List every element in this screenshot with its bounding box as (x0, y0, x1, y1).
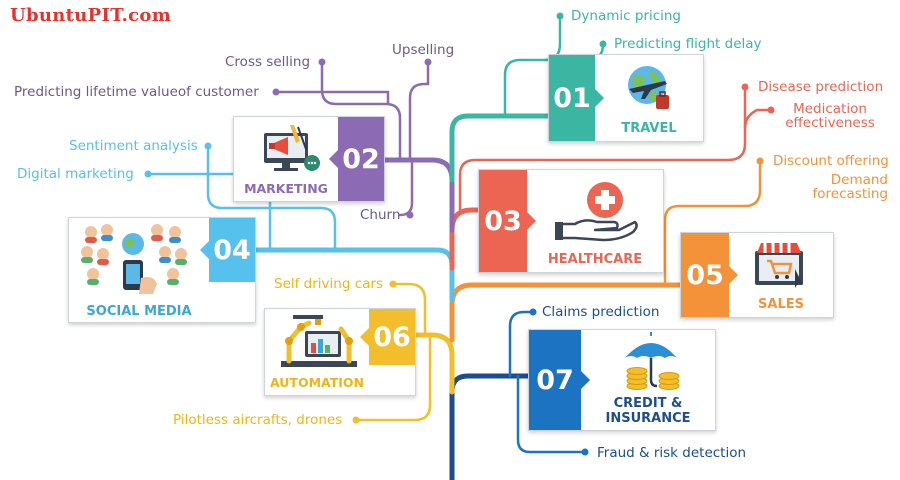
label-dynamic-pricing: Dynamic pricing (571, 8, 681, 24)
umbrella-coins-icon (625, 332, 680, 390)
label-fraud-risk-detection: Fraud & risk detection (597, 445, 747, 461)
card-credit-insurance: 07 CREDIT & INSURANCE (528, 329, 716, 431)
automation-title: AUTOMATION (269, 375, 364, 390)
label-digital-marketing: Digital marketing (17, 166, 134, 182)
robot-arm-icon (281, 315, 357, 367)
label-lifetime-value: Predicting lifetime valueof customer (14, 84, 259, 100)
label-self-driving-cars: Self driving cars (274, 276, 383, 292)
card-travel: 01 TRAVEL (548, 54, 704, 142)
card-healthcare: 03 HEALTHCARE (478, 169, 664, 273)
healthcare-number: 03 (479, 170, 536, 272)
label-cross-selling: Cross selling (225, 54, 311, 70)
credit-title: CREDIT & INSURANCE (605, 396, 691, 426)
social-number: 04 (200, 218, 255, 282)
label-upselling: Upselling (392, 42, 455, 58)
sales-number: 05 (681, 233, 738, 317)
label-churn: Churn (360, 207, 401, 223)
label-disease-prediction: Disease prediction (758, 79, 884, 95)
credit-number: 07 (529, 330, 590, 430)
people-network-icon (81, 224, 187, 294)
travel-title: TRAVEL (621, 121, 677, 136)
label-sentiment-analysis: Sentiment analysis (69, 138, 198, 154)
label-pilotless-aircrafts: Pilotless aircrafts, drones (173, 412, 343, 428)
sales-title: SALES (758, 297, 804, 312)
automation-number: 06 (360, 309, 415, 365)
card-social-media: 04 SOCIAL MEDIA (68, 217, 256, 323)
label-claims-prediction: Claims prediction (542, 304, 660, 320)
hand-medical-cross-icon (555, 182, 638, 242)
megaphone-icon (264, 125, 320, 171)
healthcare-title: HEALTHCARE (547, 252, 643, 267)
label-predicting-flight-delay: Predicting flight delay (614, 36, 762, 52)
travel-number: 01 (549, 55, 604, 141)
card-sales: 05 SALES (680, 232, 834, 318)
marketing-number: 02 (329, 117, 384, 201)
label-medication-effectiveness: Medication effectiveness (785, 101, 875, 131)
label-demand-forecasting: Demand forecasting (812, 172, 888, 202)
site-logo: UbuntuPIT.com (10, 5, 172, 26)
label-discount-offering: Discount offering (773, 153, 889, 169)
globe-plane-luggage-icon (628, 66, 669, 109)
shop-cart-icon (755, 243, 803, 288)
card-marketing: 02 MARKETING (233, 116, 385, 202)
marketing-title: MARKETING (244, 181, 328, 196)
card-automation: 06 AUTOMATION (264, 308, 416, 396)
social-title: SOCIAL MEDIA (86, 304, 192, 319)
